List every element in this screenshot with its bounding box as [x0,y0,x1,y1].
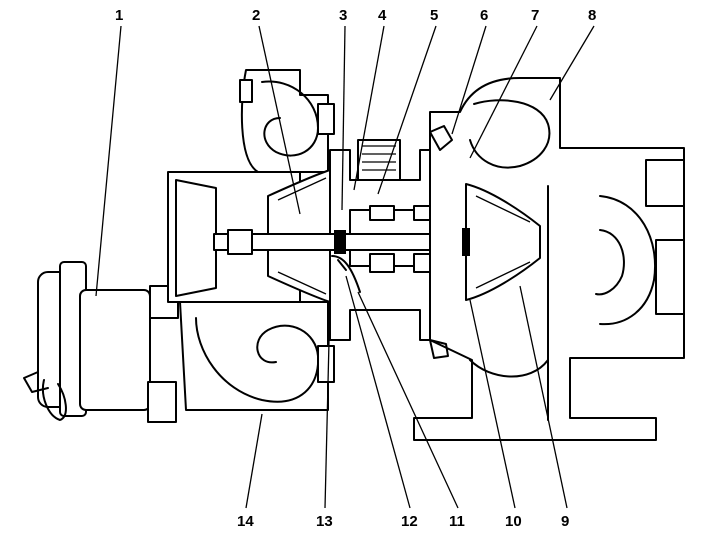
callout-4: 4 [378,7,387,24]
callout-5: 5 [430,7,438,24]
callout-10: 10 [505,513,522,530]
callout-12: 12 [401,513,418,530]
wastegate-actuator [23,261,179,423]
turbine-housing [413,77,685,441]
callout-6: 6 [480,7,488,24]
callout-8: 8 [588,7,596,24]
turbine-wheel [462,183,541,301]
turbine-shaft [213,229,471,255]
callout-11: 11 [449,513,465,530]
callout-1: 1 [115,7,123,24]
callout-2: 2 [252,7,260,24]
callout-3: 3 [339,7,347,24]
callout-7: 7 [531,7,539,24]
callout-9: 9 [561,513,569,530]
callout-13: 13 [316,513,333,530]
callout-labels: 1 2 3 4 5 6 7 8 9 10 11 12 13 14 [115,7,596,530]
callout-14: 14 [237,513,254,530]
callout-leaders [95,25,595,509]
